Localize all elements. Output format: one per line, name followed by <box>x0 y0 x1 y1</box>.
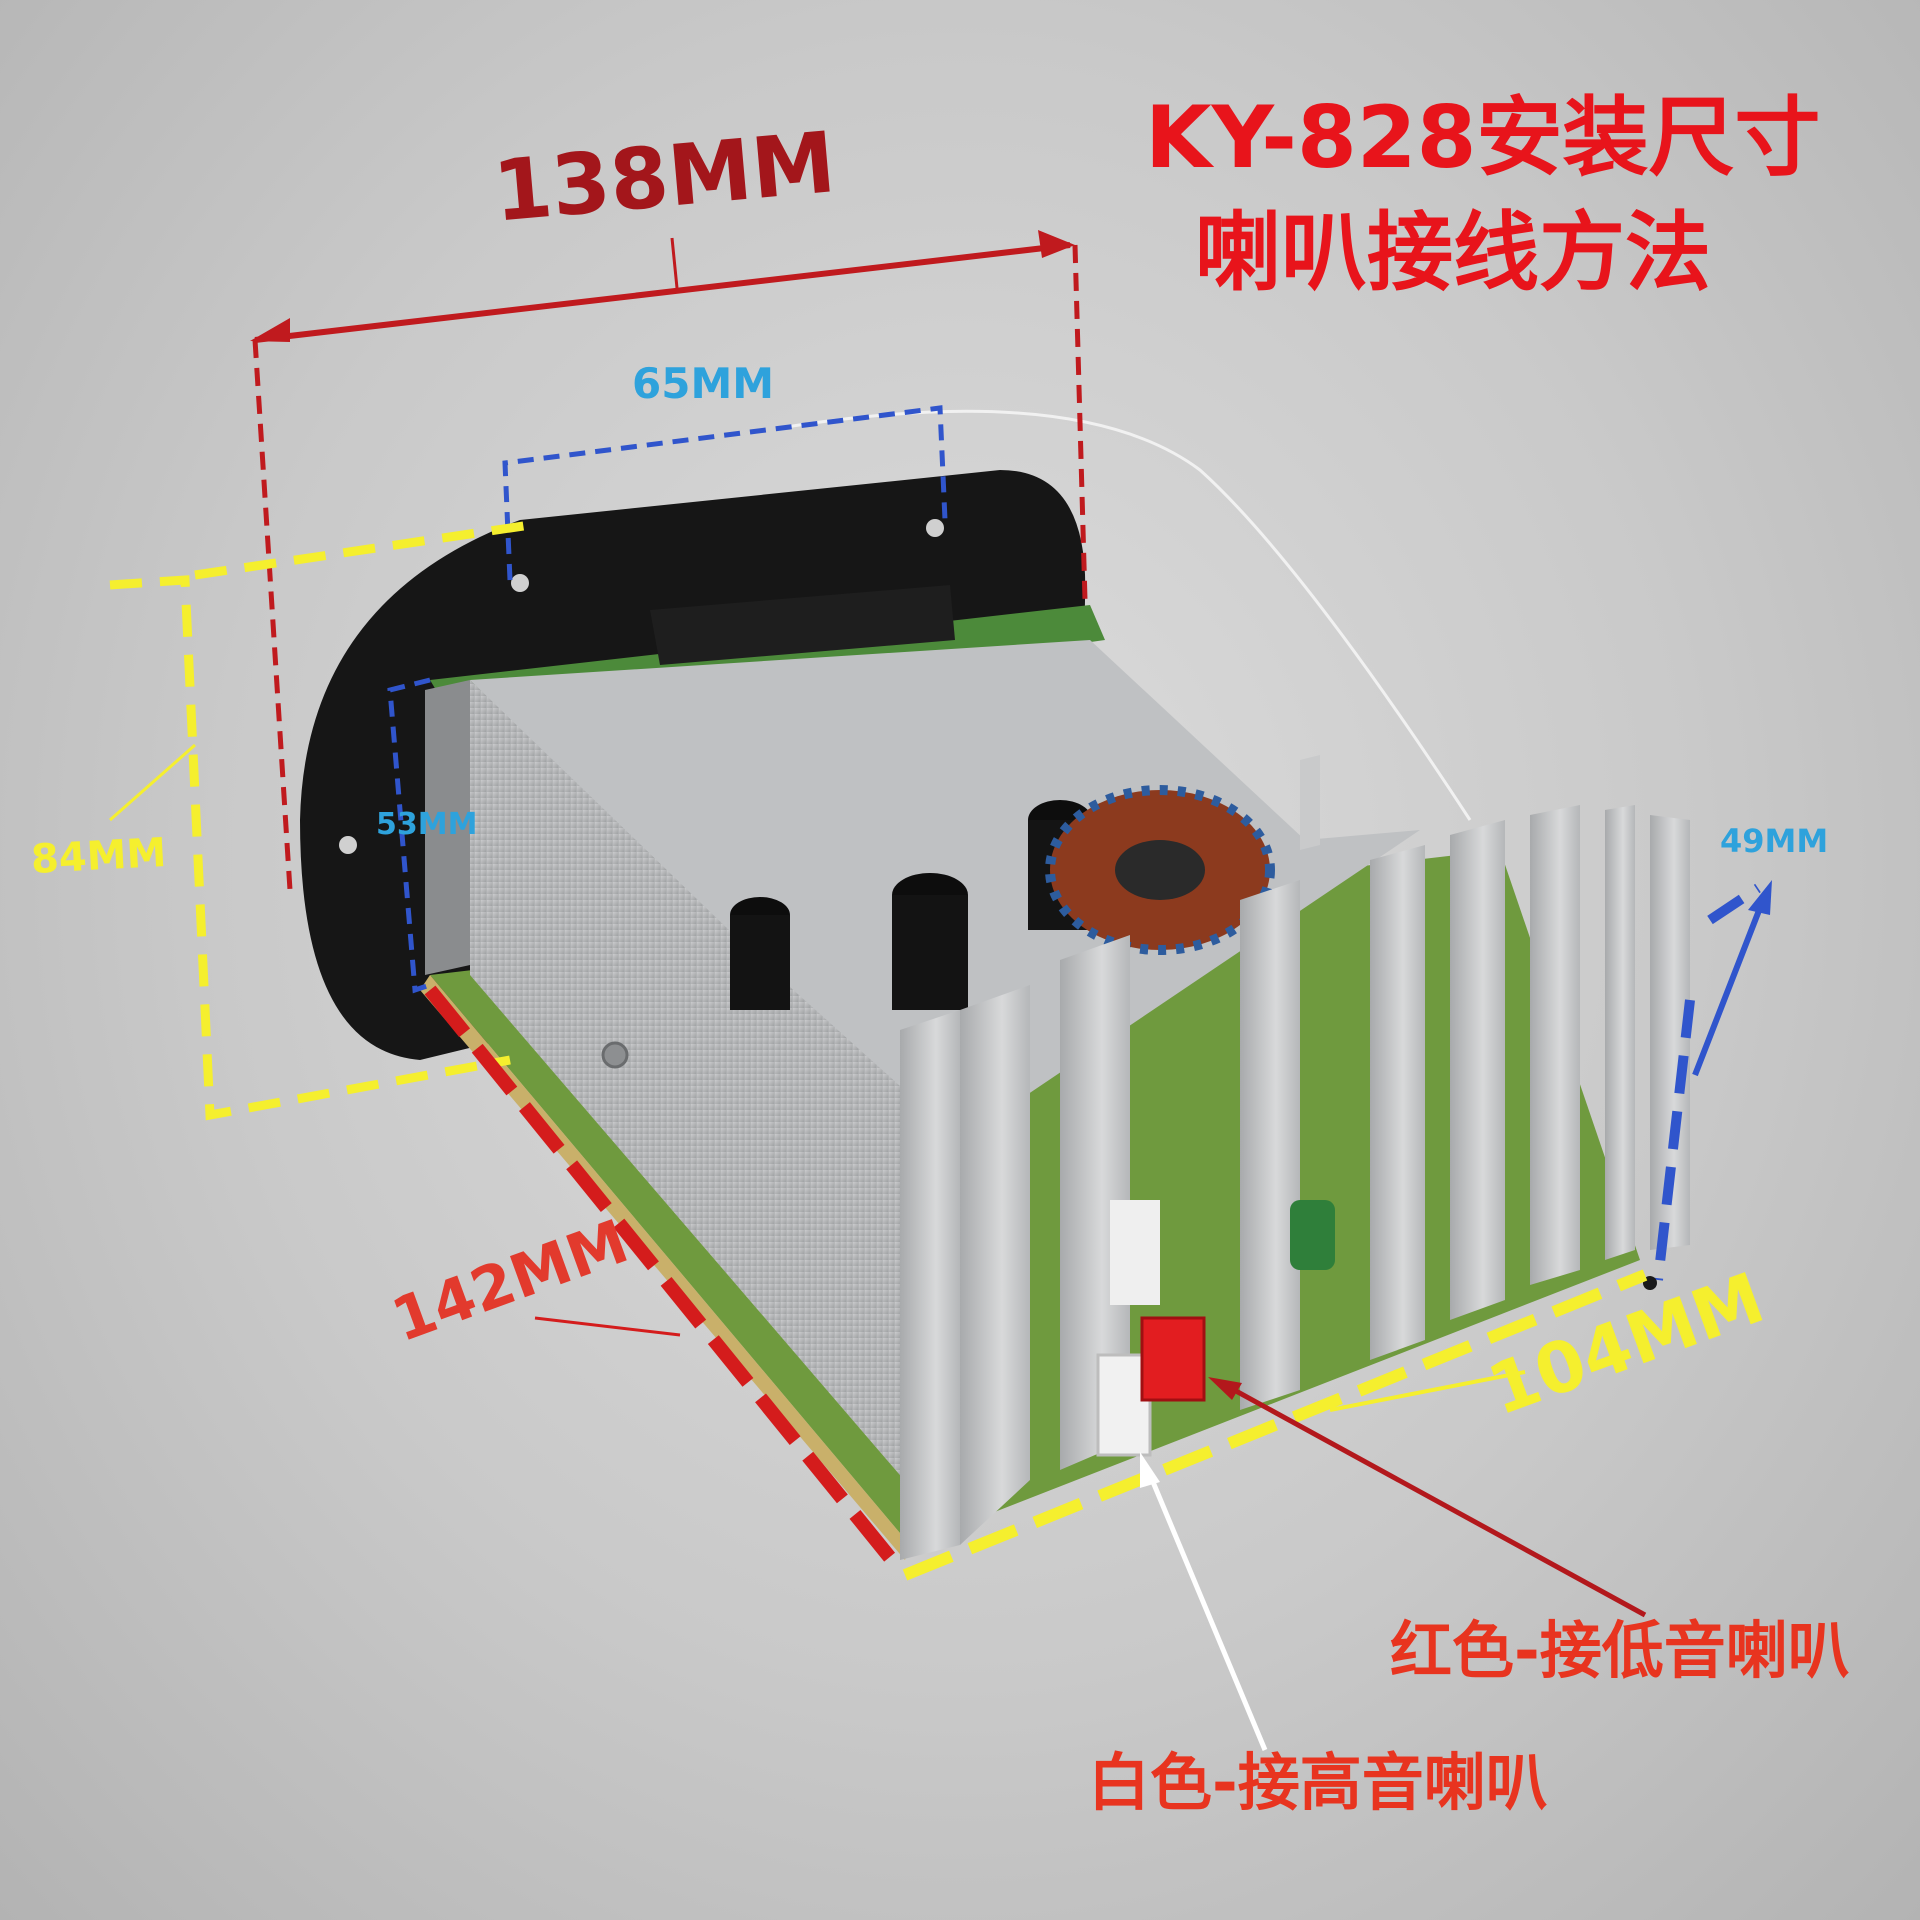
dimension-65 <box>502 405 948 581</box>
label-red-wiring: 红色-接低音喇叭 <box>1390 1614 1850 1687</box>
dimension-53 <box>387 677 431 994</box>
ceramic-resistor <box>1110 1200 1160 1305</box>
white-connector <box>1096 1353 1152 1457</box>
red-wire-pointer <box>1208 1377 1647 1618</box>
green-capacitor <box>1290 1200 1335 1270</box>
label-height-49: 49MM <box>1720 822 1829 860</box>
dimension-138 <box>250 230 1088 891</box>
label-depth-53: 53MM <box>376 807 478 842</box>
title-wiring: 喇叭接线方法 <box>1195 203 1711 303</box>
white-wire-pointer <box>1140 1452 1268 1751</box>
dimension-49 <box>1643 880 1772 1290</box>
mount-hole <box>511 574 529 592</box>
mount-hole <box>339 836 357 854</box>
heatsink-divider <box>1300 755 1320 850</box>
label-height-84: 84MM <box>29 829 168 883</box>
dimension-142 <box>424 985 906 1575</box>
label-white-wiring: 白色-接高音喇叭 <box>1088 1746 1548 1819</box>
antenna-wire <box>779 409 1472 821</box>
heatsink-fins <box>900 805 1690 1560</box>
label-hole-spacing: 65MM <box>632 359 775 408</box>
dimension-104 <box>902 1269 1648 1581</box>
red-connector <box>1140 1316 1206 1402</box>
title-model: KY-828安装尺寸 <box>1145 88 1821 188</box>
dimension-84 <box>109 520 531 1121</box>
toroid-inductor <box>1045 785 1275 955</box>
heatsink-side-wall <box>425 680 470 975</box>
mount-hole <box>926 519 944 537</box>
heatsink-side <box>470 680 960 1545</box>
mount-screw <box>601 1041 629 1069</box>
